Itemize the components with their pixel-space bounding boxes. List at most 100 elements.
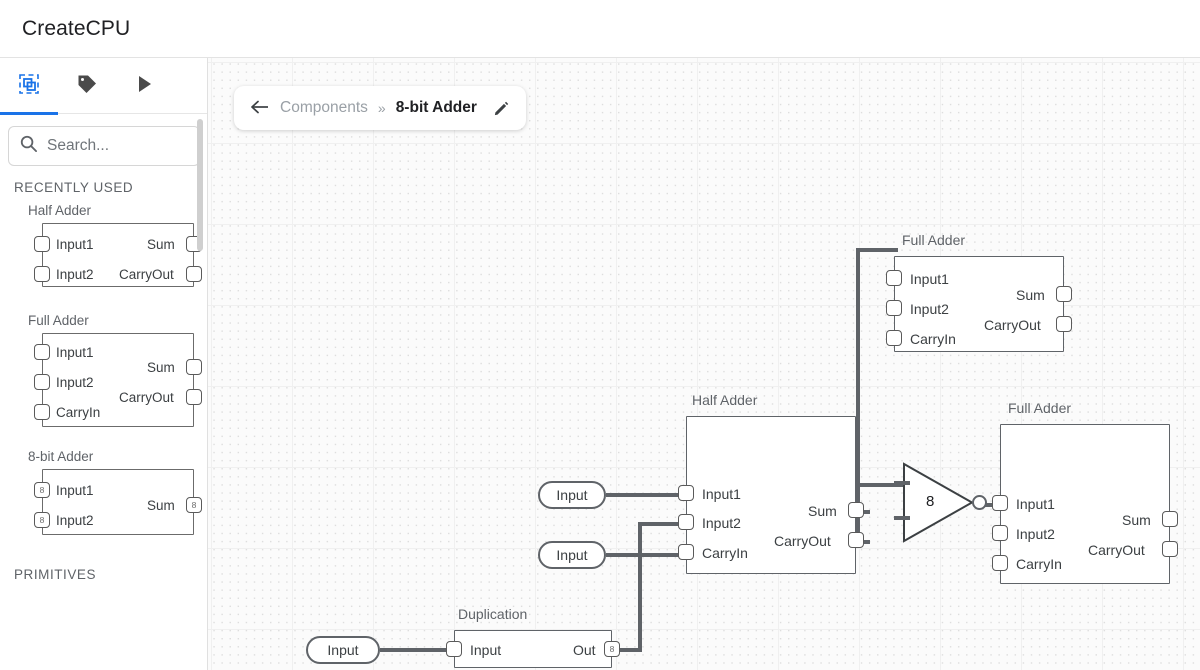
bus-splitter-label: 8: [926, 493, 935, 510]
pin-input1[interactable]: [34, 236, 50, 252]
pin-input1[interactable]: [992, 495, 1008, 511]
pin-label: Input2: [56, 513, 94, 528]
sidebar-scrollbar-thumb[interactable]: [197, 119, 203, 251]
pin-label: Sum: [1016, 287, 1045, 303]
pin-label: Input1: [702, 486, 741, 502]
pin-carryin[interactable]: [886, 330, 902, 346]
node-full-adder-right[interactable]: Full Adder Input1 Input2 CarryIn Sum Car…: [992, 400, 1178, 584]
pin-sum[interactable]: 8: [186, 497, 202, 513]
pin-label: CarryOut: [774, 533, 831, 549]
library-item-full-adder[interactable]: Full Adder Input1 Input2 CarryIn Sum Car…: [0, 313, 207, 435]
pin-sum[interactable]: [186, 359, 202, 375]
pin-sum[interactable]: [1056, 286, 1072, 302]
node-title: Duplication: [458, 606, 528, 622]
pin-input1[interactable]: [886, 270, 902, 286]
pin-label: Sum: [1122, 512, 1151, 528]
node-title: Half Adder: [692, 392, 758, 408]
input-pin-1[interactable]: Input: [538, 481, 606, 509]
node-half-adder[interactable]: Half Adder Input1 Input2 CarryIn Sum Car…: [678, 392, 864, 574]
pin-carryout[interactable]: [1056, 316, 1072, 332]
pin-label: CarryOut: [984, 317, 1041, 333]
search-box[interactable]: [8, 126, 200, 166]
pin-label: CarryIn: [910, 331, 956, 347]
library-item-8bit-adder[interactable]: 8-bit Adder 8 Input1 8 Input2 8 Sum: [0, 449, 207, 545]
library-item-half-adder[interactable]: Half Adder Input1 Input2 Sum CarryOut: [0, 203, 207, 299]
pin-carryout[interactable]: [186, 266, 202, 282]
pin-input1[interactable]: [34, 344, 50, 360]
pin-label: Input2: [56, 267, 94, 282]
pin-label: Input1: [56, 345, 94, 360]
pin-carryin[interactable]: [678, 544, 694, 560]
node-full-adder-top[interactable]: Full Adder Input1 Input2 CarryIn Sum Car…: [886, 232, 1072, 352]
app-title: CreateCPU: [22, 17, 131, 40]
pin-label: Input2: [702, 515, 741, 531]
pin-label: Sum: [808, 503, 837, 519]
bus-splitter-node[interactable]: 8: [894, 406, 998, 546]
pin-input2[interactable]: [992, 525, 1008, 541]
pin-label: CarryIn: [56, 405, 101, 420]
component-frame: [42, 223, 194, 287]
pin-label: Input2: [1016, 526, 1055, 542]
wire-bus-to-fulladder-top: [856, 248, 898, 252]
pin-carryin[interactable]: [992, 555, 1008, 571]
pin-carryout[interactable]: [1162, 541, 1178, 557]
pin-sum[interactable]: [1162, 511, 1178, 527]
pin-label: Input1: [56, 483, 94, 498]
input-pin-label: Input: [327, 642, 359, 658]
pin-input2[interactable]: [34, 266, 50, 282]
pin-input2[interactable]: [678, 514, 694, 530]
node-frame: [686, 416, 856, 574]
arrow-left-icon[interactable]: [250, 99, 270, 118]
wire-dup-out-h: [612, 648, 642, 652]
pencil-icon[interactable]: [493, 100, 510, 117]
pin-input2[interactable]: 8: [34, 512, 50, 528]
library-item-label: 8-bit Adder: [28, 449, 94, 464]
tab-components[interactable]: [0, 58, 58, 115]
pin-label: Input: [470, 642, 502, 658]
input-pin-label: Input: [556, 487, 588, 503]
input-pin-label: Input: [556, 547, 588, 563]
circuit-canvas[interactable]: Components » 8-bit Adder: [208, 58, 1200, 670]
pin-label: CarryOut: [119, 267, 174, 282]
tag-icon: [75, 72, 99, 101]
tab-run[interactable]: [116, 58, 174, 114]
pin-input1[interactable]: 8: [34, 482, 50, 498]
pin-label: Input1: [1016, 496, 1055, 512]
pin-input[interactable]: [446, 641, 462, 657]
pin-carryout[interactable]: [848, 532, 864, 548]
pin-label: Input2: [910, 301, 949, 317]
wire-input3-to-duplication: [380, 648, 462, 652]
wire-dup-out-v: [638, 522, 642, 650]
inverter-bubble-icon: [972, 495, 987, 510]
pin-carryin[interactable]: [34, 404, 50, 420]
tab-labels[interactable]: [58, 58, 116, 114]
sidebar-tabbar: [0, 58, 207, 115]
input-pin-3[interactable]: Input: [306, 636, 380, 664]
bus-input-stub-top: [894, 481, 910, 485]
sidebar-component-list[interactable]: RECENTLY USED Half Adder Input1 Input2 S…: [0, 180, 207, 670]
library-item-label: Full Adder: [28, 313, 89, 328]
breadcrumb-separator: »: [377, 100, 386, 116]
pin-input2[interactable]: [886, 300, 902, 316]
pin-label: Sum: [147, 498, 175, 513]
wire-input2-to-carryin: [606, 553, 696, 557]
title-bar: CreateCPU: [0, 0, 1200, 58]
pin-sum[interactable]: [848, 502, 864, 518]
pin-out[interactable]: 8: [604, 641, 620, 657]
section-header-recently-used: RECENTLY USED: [14, 180, 134, 195]
wire-input1-to-halfadder: [606, 493, 696, 497]
node-frame: [894, 256, 1064, 352]
pin-input2[interactable]: [34, 374, 50, 390]
pin-input1[interactable]: [678, 485, 694, 501]
pin-label: CarryIn: [702, 545, 748, 561]
section-header-primitives: PRIMITIVES: [14, 567, 97, 582]
node-duplication[interactable]: Duplication Input 8 Out: [446, 606, 620, 668]
pin-label: Out: [573, 642, 596, 658]
breadcrumb-root[interactable]: Components: [280, 99, 368, 116]
input-pin-2[interactable]: Input: [538, 541, 606, 569]
wire-dup-to-input2: [638, 522, 696, 526]
pin-carryout[interactable]: [186, 389, 202, 405]
search-input[interactable]: [47, 137, 187, 155]
wire-bus-vertical: [856, 248, 860, 542]
